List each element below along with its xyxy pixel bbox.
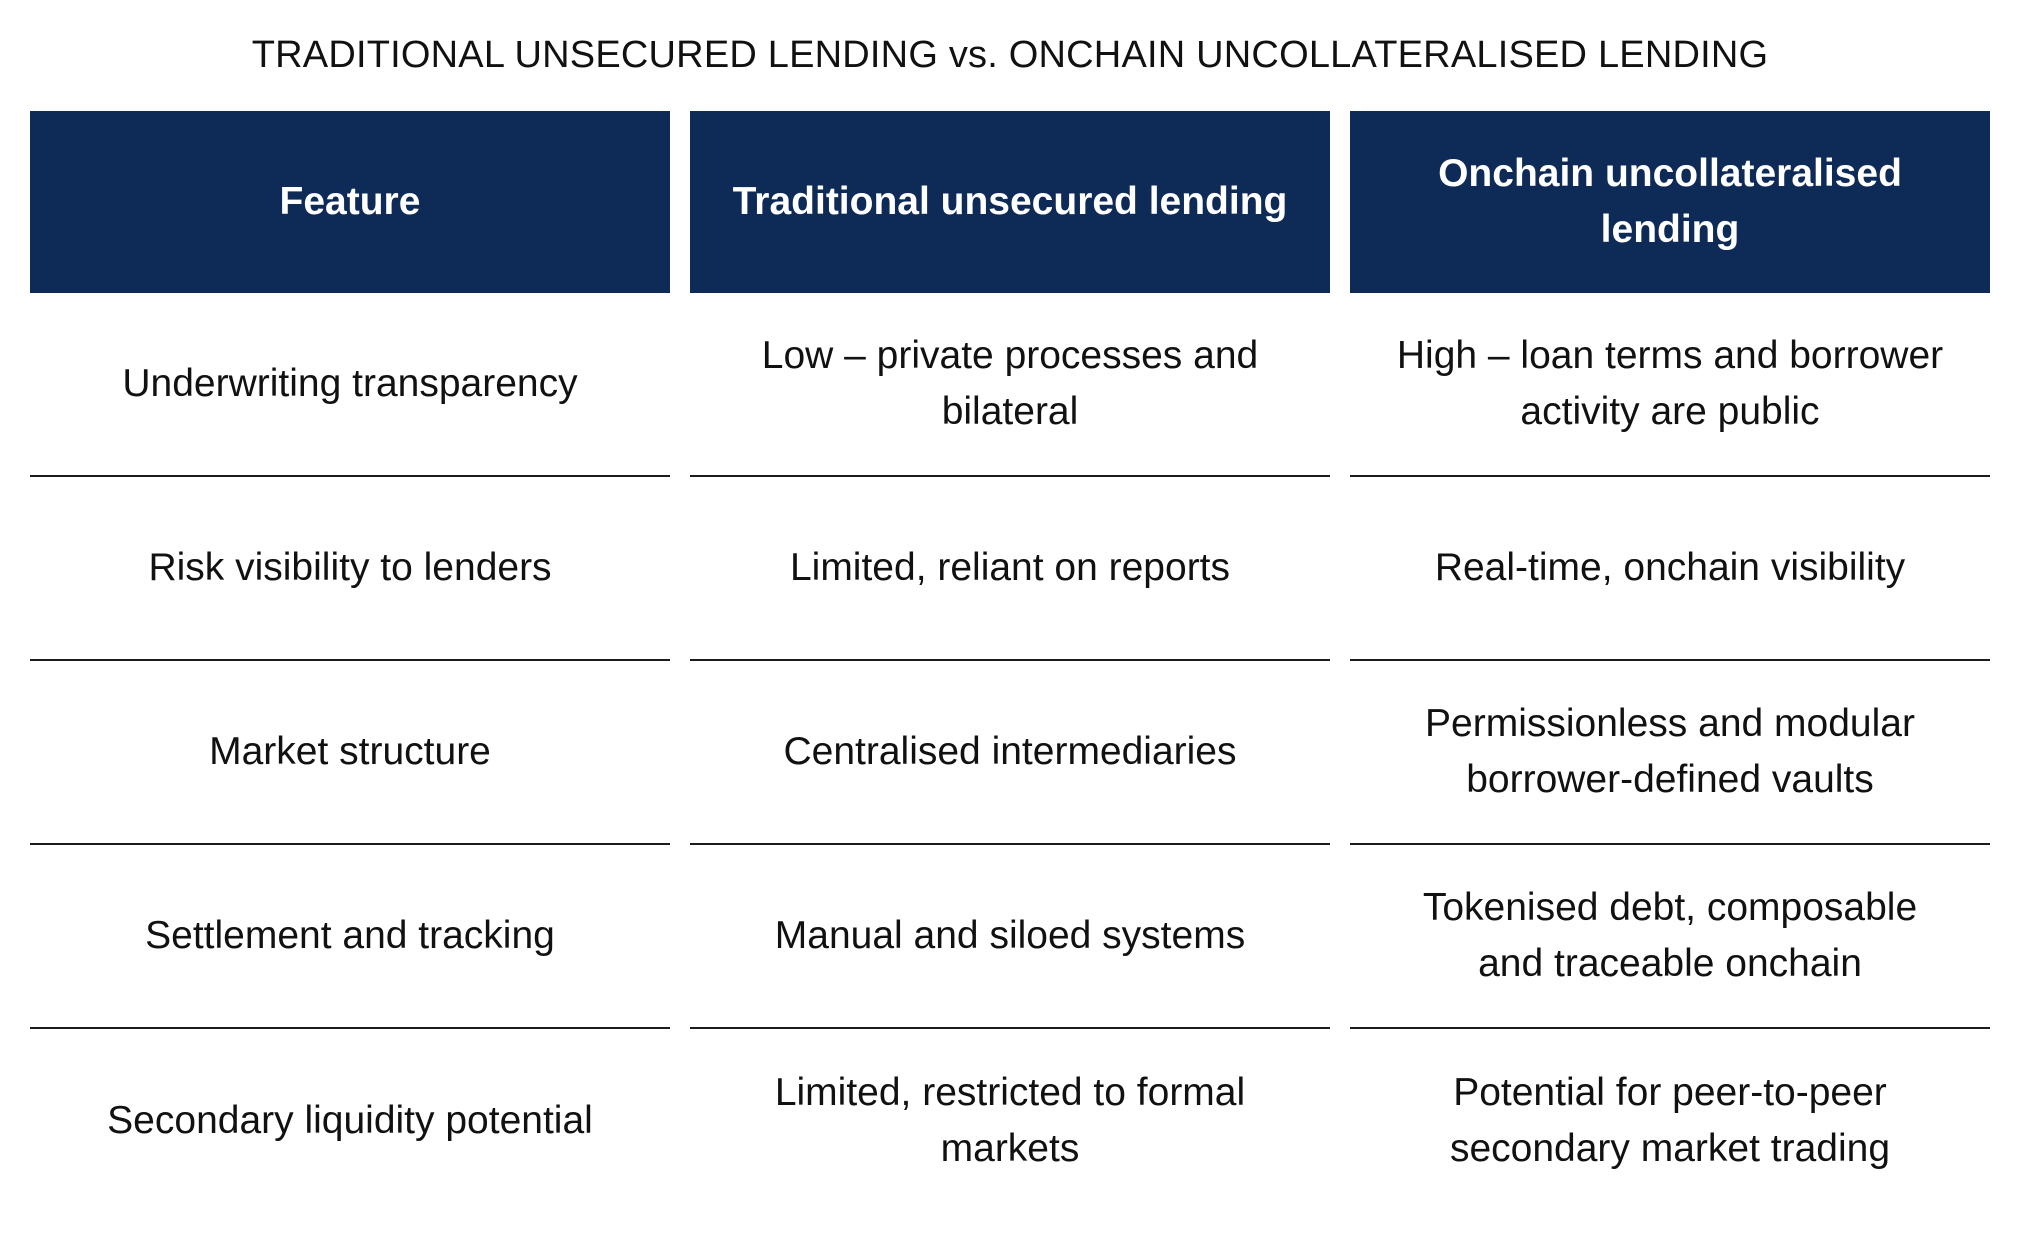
page-title: TRADITIONAL UNSECURED LENDING vs. ONCHAI… (251, 34, 1769, 76)
table-cell: High – loan terms and borrower activity … (1350, 293, 1990, 477)
table-cell: Centralised intermediaries (690, 661, 1330, 845)
table-cell: Risk visibility to lenders (30, 477, 670, 661)
header-feature: Feature (30, 111, 670, 293)
table-cell: Low – private processes and bilateral (690, 293, 1330, 477)
table-cell: Potential for peer-to-peer secondary mar… (1449, 1071, 1891, 1170)
header-onchain: Onchain uncollateralised lending (1350, 111, 1990, 293)
table-cell: Permissionless and modular borrower-defi… (1350, 661, 1990, 845)
table-cell: Secondary liquidity potential (107, 1099, 593, 1142)
table-cell: Underwriting transparency (30, 293, 670, 477)
header-traditional: Traditional unsecured lending (690, 111, 1330, 293)
table-cell: Limited, restricted to formal markets (774, 1071, 1246, 1170)
table-cell: Market structure (30, 661, 670, 845)
table-cell: Limited, reliant on reports (690, 477, 1330, 661)
table-cell: Tokenised debt, composable and traceable… (1350, 845, 1990, 1029)
comparison-table: Feature Traditional unsecured lending On… (30, 111, 2000, 1213)
table-cell: Real-time, onchain visibility (1350, 477, 1990, 661)
table-cell: Manual and siloed systems (690, 845, 1330, 1029)
table-cell: Settlement and tracking (30, 845, 670, 1029)
